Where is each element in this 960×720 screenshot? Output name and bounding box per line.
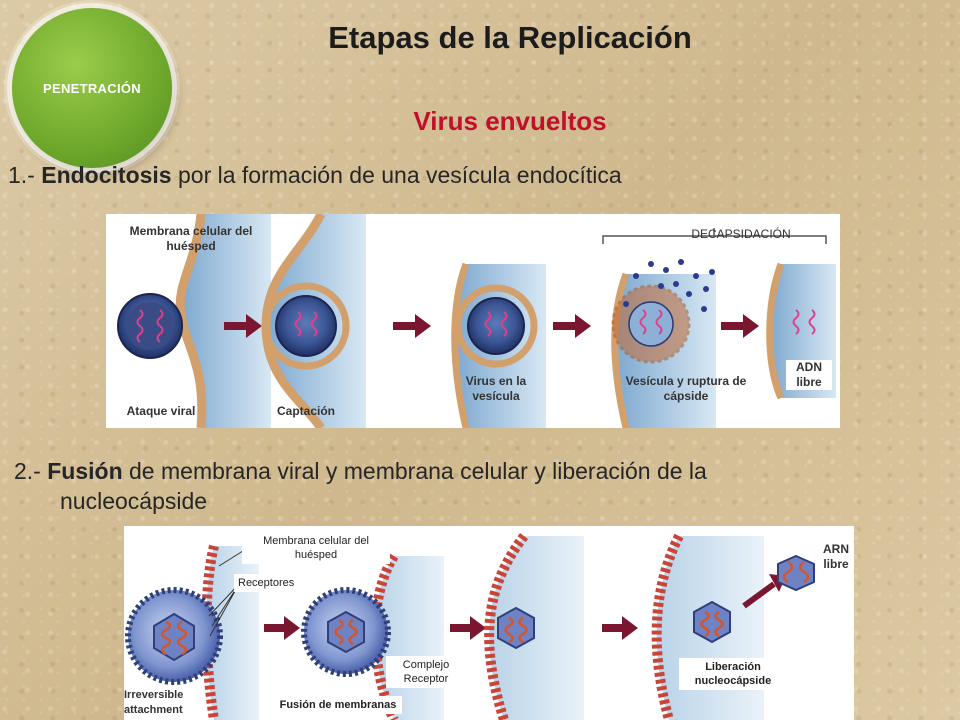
label-adn-libre: ADN libre [786,360,832,390]
badge-label: PENETRACIÓN [43,80,141,96]
virus-attack [117,293,183,359]
decapsidacion-bracket [602,228,827,244]
page-subtitle: Virus envueltos [413,106,607,136]
label-ataque: Ataque viral [126,404,196,418]
label-captacion: Captación [276,404,335,418]
page-title: Etapas de la Replicación [328,20,692,55]
free-dna [792,309,816,335]
label-arn-libre: ARN libre [818,542,854,572]
vesicle-forming [262,282,350,370]
arrow2-1 [264,616,300,640]
arrow2-3 [602,616,638,640]
arrow-2 [393,314,431,338]
point2-prefix: 2.- [14,458,48,484]
label-membrana-2: Membrana celular del huésped [242,532,390,564]
label-vesicula-ruptura: Vesícula y ruptura de cápside [625,374,747,403]
capsid-fragments [623,259,715,312]
nucleocapsid-4 [693,600,731,644]
point-endocitosis: 1.- Endocitosis por la formación de una … [8,160,622,190]
arrow-4 [721,314,759,338]
endocitosis-illustration [117,214,836,428]
point-fusion: 2.- Fusión de membrana viral y membrana … [14,456,944,516]
point2-continuation: nucleocápside [60,488,208,514]
point2-rest: de membrana viral y membrana celular y l… [122,458,707,484]
arrow-1 [224,314,262,338]
point1-rest: por la formación de una vesícula endocít… [171,162,622,188]
fusion-diagram: Membrana celular del huésped Receptores … [124,526,854,720]
label-virus-vesicula: Virus en la vesícula [465,374,527,403]
label-decapsidacion: DECAPSIDACIÓN [691,227,791,241]
virus-vesicula [467,297,525,355]
penetracion-badge: PENETRACIÓN [12,8,172,168]
endocitosis-diagram: Membrana celular del huésped DECAPSIDACI… [106,214,840,428]
label-membrana-1: Membrana celular del huésped [129,224,253,253]
cell2-3 [489,536,584,720]
label-liberacion: Liberación nucleocápside [679,658,787,690]
point1-prefix: 1.- [8,162,42,188]
virus-captacion [275,295,337,357]
point1-bold: Endocitosis [41,162,172,188]
label-complejo: Complejo Receptor [386,656,466,688]
membrane-1 [175,214,207,428]
label-receptores: Receptores [234,574,312,592]
label-irreversible: Irreversible attachment [124,689,184,716]
free-rna [782,560,810,584]
point2-bold: Fusión [47,458,123,484]
arrow-3 [553,314,591,338]
label-fusion: Fusión de membranas [274,696,402,714]
free-rna-capsid [777,554,815,592]
arrow2-4 [742,581,776,609]
arrow2-2 [450,616,486,640]
nucleocapsid-3 [497,606,535,650]
